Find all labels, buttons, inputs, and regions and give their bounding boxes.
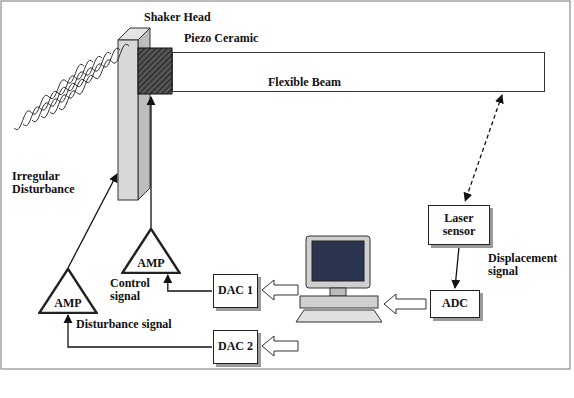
amplifier: AMP: [121, 228, 181, 274]
wave-stroke: [14, 64, 84, 129]
node-text: AMP: [54, 297, 81, 310]
laser-sensor: Laser sensor: [428, 205, 490, 245]
disturbance-wire: [68, 174, 117, 268]
flexible-beam: Flexible Beam: [172, 52, 545, 92]
piezo-ceramic: [138, 48, 172, 94]
dac-box: DAC 2: [213, 330, 258, 364]
disturbance-label: Irregular Disturbance: [12, 170, 96, 196]
wave-stroke: [41, 52, 111, 117]
node-text: AMP: [137, 257, 164, 270]
adc-box: ADC: [430, 290, 480, 318]
amplifier: AMP: [38, 268, 98, 314]
signal-name: Control signal: [110, 277, 162, 303]
node-text: DAC 2: [218, 340, 253, 353]
node-text: Flexible Beam: [268, 76, 341, 89]
wave-stroke: [23, 60, 93, 125]
control-wire: [150, 97, 151, 228]
node-text: Laser sensor: [429, 212, 489, 238]
signal-line: [455, 247, 459, 288]
signal-name: Displacement signal: [488, 252, 568, 278]
data-arrow: [384, 294, 426, 314]
data-arrow: [262, 280, 298, 300]
wave-stroke: [59, 44, 129, 109]
data-arrow: [262, 336, 298, 356]
part-name: Piezo Ceramic: [184, 32, 258, 45]
dac-box: DAC 1: [213, 274, 258, 308]
laser-beam-path: [465, 95, 502, 201]
wave-stroke: [32, 56, 102, 121]
signal-line: [68, 315, 212, 347]
computer: [296, 236, 382, 322]
part-name: Shaker Head: [144, 11, 211, 24]
node-text: ADC: [442, 297, 468, 310]
signal-name: Disturbance signal: [76, 318, 172, 331]
node-text: DAC 1: [218, 284, 253, 297]
signal-line: [168, 275, 212, 291]
frame: [1, 1, 570, 369]
disturbance-waves: [14, 44, 129, 129]
wave-stroke: [50, 48, 120, 113]
